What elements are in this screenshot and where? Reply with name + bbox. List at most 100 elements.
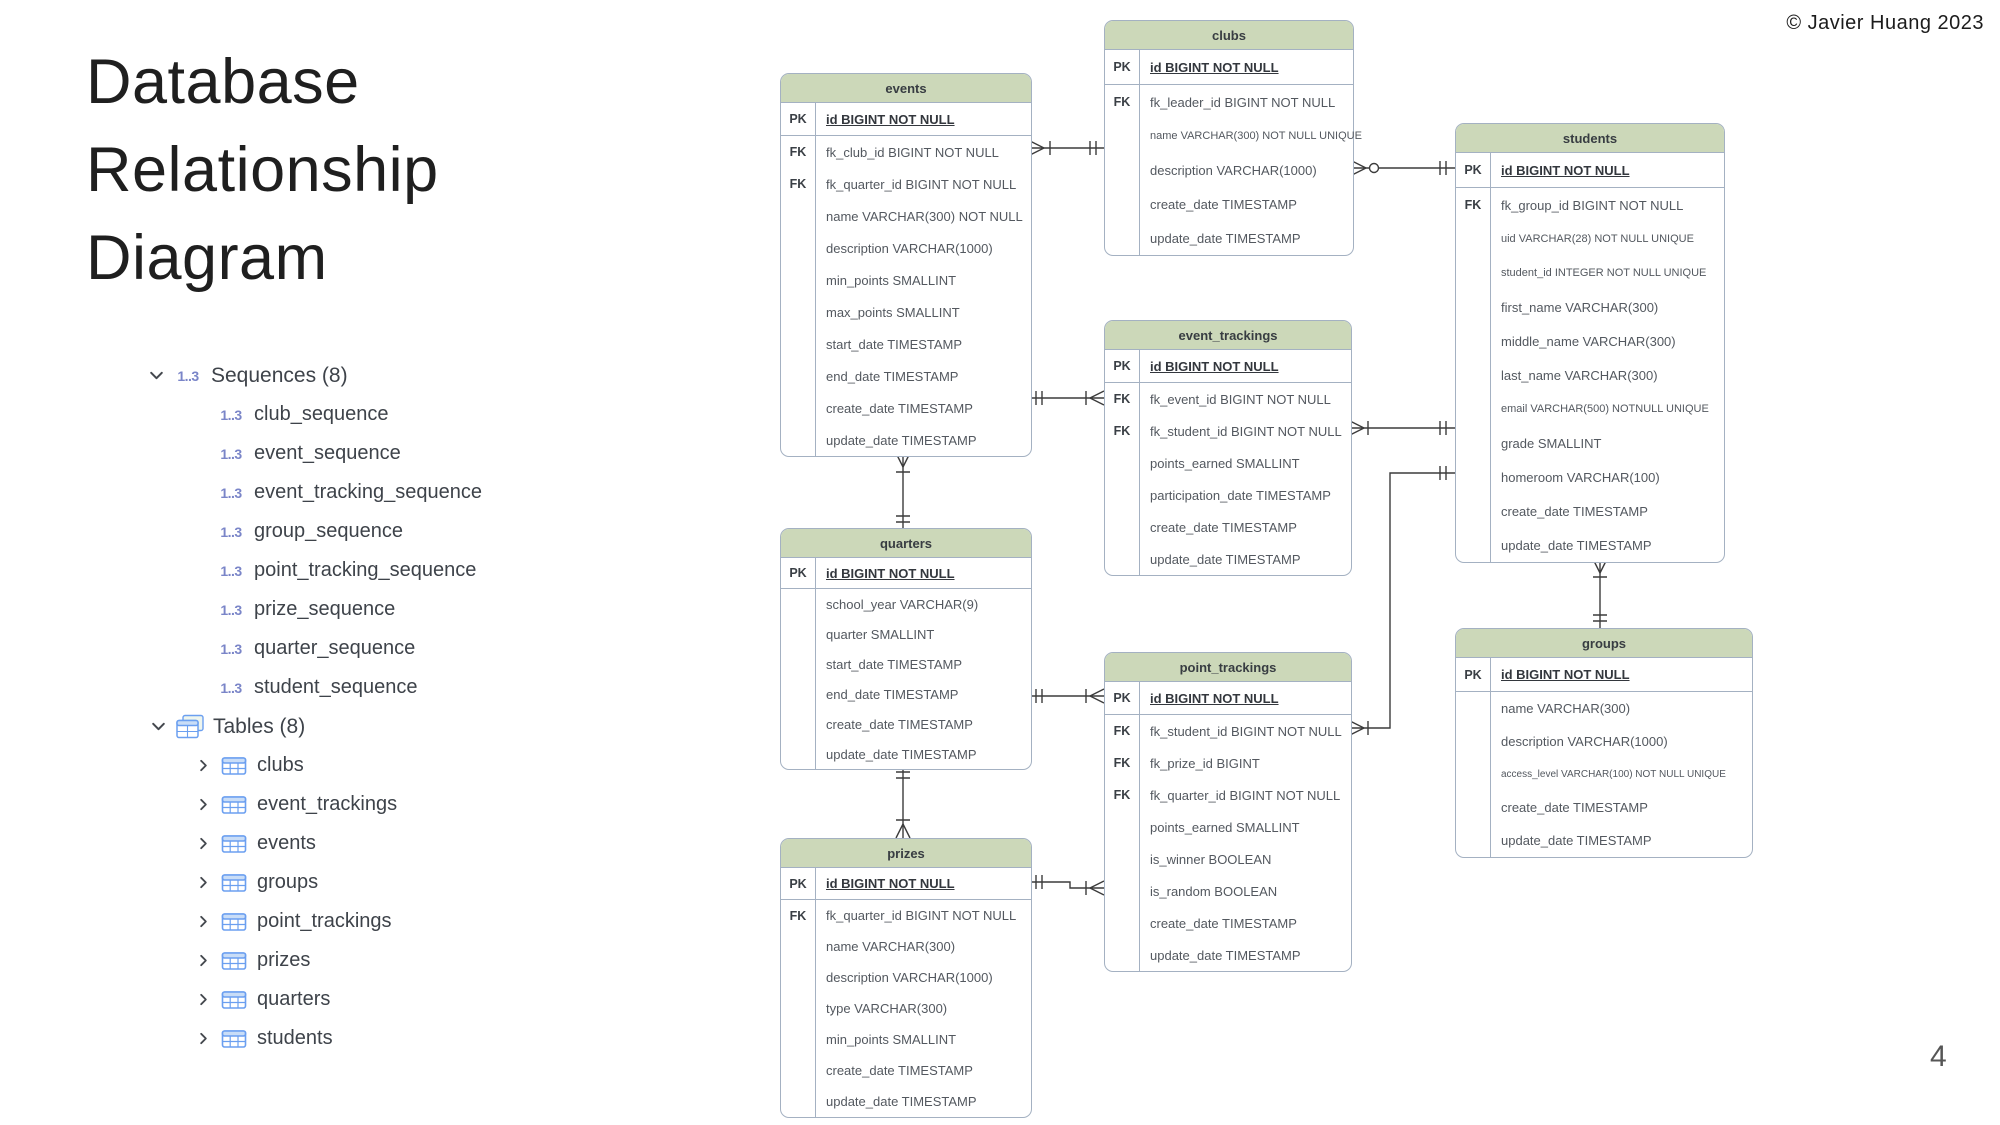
table-row: start_date TIMESTAMP [781,649,1031,679]
field-text: homeroom VARCHAR(100) [1501,469,1660,485]
rel-events-clubs [1029,140,1104,156]
field-text: first_name VARCHAR(300) [1501,299,1659,315]
field-text: create_date TIMESTAMP [826,400,973,416]
field-text: fk_prize_id BIGINT [1150,755,1260,771]
field-text: name VARCHAR(300) [1501,701,1631,716]
key-badge [781,679,816,709]
rel-events-quarters [895,452,911,528]
table-row: is_winner BOOLEAN [1105,843,1351,875]
title-line: Database [86,47,360,117]
table-row: end_date TIMESTAMP [781,679,1031,709]
key-badge: FK [1105,85,1140,119]
table-row: create_date TIMESTAMP [1456,494,1724,528]
key-badge [1105,511,1140,543]
table-icon [221,990,247,1009]
sequence-icon: 1..3 [177,367,199,384]
table-row: description VARCHAR(1000) [781,962,1031,993]
key-badge [1105,153,1140,187]
table-row: uid VARCHAR(28) NOT NULL UNIQUE [1456,222,1724,256]
chevron-right-icon [200,954,207,967]
key-badge: PK [1105,350,1140,382]
field-text: id BIGINT NOT NULL [826,111,955,127]
key-badge [1456,426,1491,460]
key-badge [781,1024,816,1055]
field-text: start_date TIMESTAMP [826,336,963,352]
table-row: access_level VARCHAR(100) NOT NULL UNIQU… [1456,758,1752,791]
tree-item-label: student_sequence [254,676,418,698]
key-badge [1456,290,1491,324]
tree-item-label: clubs [257,754,304,776]
key-badge [781,962,816,993]
key-badge [1105,479,1140,511]
tree-item-events: events [148,824,482,863]
field-text: update_date TIMESTAMP [826,1094,977,1109]
field-text: quarter SMALLINT [826,626,935,642]
key-badge [781,931,816,962]
key-badge [781,619,816,649]
field-text: fk_quarter_id BIGINT NOT NULL [826,176,1017,192]
table-row: email VARCHAR(500) NOTNULL UNIQUE [1456,392,1724,426]
key-badge: FK [781,136,816,168]
table-row: create_date TIMESTAMP [1456,791,1752,824]
sequence-icon: 1..3 [220,484,242,501]
table-row: student_id INTEGER NOT NULL UNIQUE [1456,256,1724,290]
field-text: create_date TIMESTAMP [1501,503,1648,519]
key-badge [1456,392,1491,426]
key-badge [781,328,816,360]
table-row: min_points SMALLINT [781,264,1031,296]
sequence-icon: 1..3 [220,562,242,579]
field-text: points_earned SMALLINT [1150,819,1300,835]
field-text: max_points SMALLINT [826,304,960,320]
field-text: id BIGINT NOT NULL [1501,667,1630,682]
field-text: name VARCHAR(300) [826,939,956,954]
field-text: create_date TIMESTAMP [1150,196,1297,212]
field-text: description VARCHAR(1000) [1501,734,1668,749]
rel-students-groups [1592,558,1608,628]
table-row: update_date TIMESTAMP [1105,221,1353,255]
key-badge [1105,843,1140,875]
field-text: id BIGINT NOT NULL [1150,690,1279,706]
field-text: is_winner BOOLEAN [1150,851,1272,867]
slide-title: Database Relationship Diagram [86,38,439,302]
field-text: type VARCHAR(300) [826,1001,948,1016]
table-row: name VARCHAR(300) NOT NULL UNIQUE [1105,119,1362,153]
title-line: Relationship [86,135,439,205]
table-row: points_earned SMALLINT [1105,811,1351,843]
tree-item-label: quarter_sequence [254,637,416,659]
table-title: quarters [781,529,1031,558]
key-badge [781,264,816,296]
field-text: id BIGINT NOT NULL [1150,59,1279,75]
table-icon [221,912,247,931]
field-text: fk_student_id BIGINT NOT NULL [1150,423,1342,439]
field-text: name VARCHAR(300) NOT NULL [826,208,1023,224]
field-text: description VARCHAR(1000) [1150,162,1317,178]
key-badge [781,1086,816,1117]
field-text: access_level VARCHAR(100) NOT NULL UNIQU… [1501,769,1726,780]
key-badge [781,589,816,619]
table-row: homeroom VARCHAR(100) [1456,460,1724,494]
chevron-right-icon [200,837,207,850]
table-title: point_trackings [1105,653,1351,682]
sequence-icon: 1..3 [220,679,242,696]
sequence-icon: 1..3 [220,601,242,618]
table-title: clubs [1105,21,1353,50]
field-text: description VARCHAR(1000) [826,970,993,985]
key-badge [781,709,816,739]
key-badge [1456,758,1491,791]
chevron-right-icon [200,1032,207,1045]
tree-item-student_sequence: 1..3 student_sequence [148,668,482,707]
table-row: max_points SMALLINT [781,296,1031,328]
